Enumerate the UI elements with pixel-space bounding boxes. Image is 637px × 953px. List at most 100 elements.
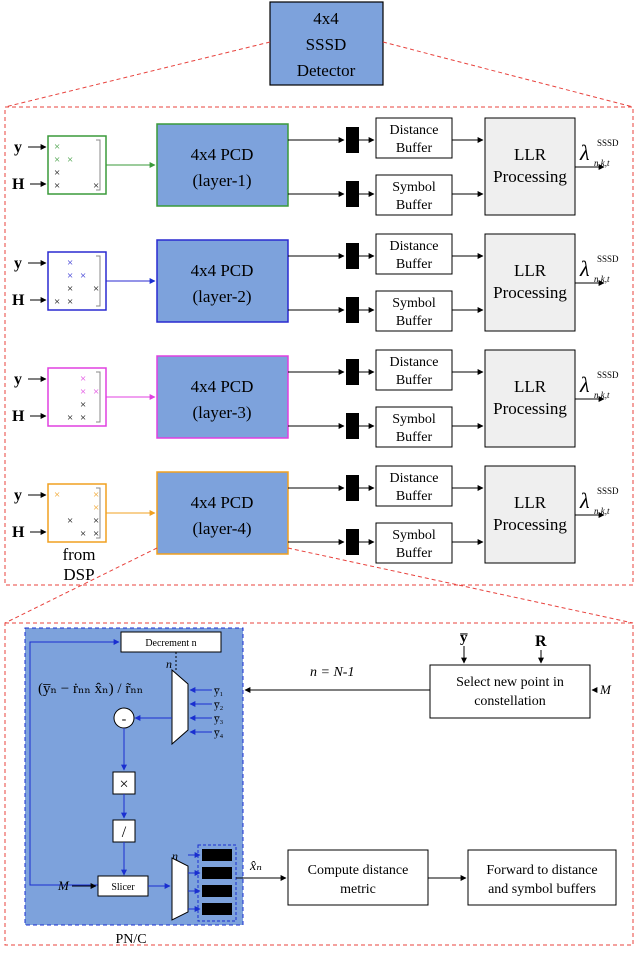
m-label-slicer: M (57, 878, 70, 893)
llr-label-1: LLR (514, 377, 547, 396)
multiply-label: × (119, 776, 128, 793)
y3-label: y̅₃ (214, 713, 224, 725)
llr-label-2: Processing (493, 283, 567, 302)
distance-buffer-label-1: Distance (390, 239, 439, 254)
divide-label: / (122, 824, 127, 841)
llr-label-1: LLR (514, 261, 547, 280)
lambda-subscript: n,k,t (594, 158, 610, 168)
lambda-superscript: SSSD (597, 370, 619, 380)
pcd-label-2: (layer-3) (192, 403, 251, 422)
n-label-lower: n (172, 849, 178, 863)
input-y-label: y (14, 371, 22, 388)
symbol-buffer-box (375, 406, 453, 448)
matrix-x-mark: × (93, 502, 99, 514)
pcd-label-2: (layer-1) (192, 171, 251, 190)
matrix-x-mark: × (93, 386, 99, 398)
r-label: R (535, 633, 547, 650)
matrix-x-mark: × (67, 154, 73, 166)
distance-buffer-label-2: Buffer (396, 489, 433, 504)
input-y-label: y (14, 487, 22, 504)
distance-buffer-label-1: Distance (390, 471, 439, 486)
zoom-line-right (382, 41, 634, 108)
symbol-buffer-label-1: Symbol (392, 528, 436, 543)
lambda-subscript: n,k,t (594, 274, 610, 284)
layer-row-1: yH××××××4x4 PCD(layer-1)DistanceBufferSy… (12, 117, 619, 216)
distance-buffer-label-2: Buffer (396, 141, 433, 156)
lambda-subscript: n,k,t (594, 390, 610, 400)
n-label-top: n (166, 657, 172, 671)
lambda-superscript: SSSD (597, 138, 619, 148)
pcd-box (156, 355, 289, 439)
matrix-x-mark: × (80, 270, 86, 282)
layers-group: yH××××××4x4 PCD(layer-1)DistanceBufferSy… (12, 117, 619, 564)
mux-upper (171, 668, 189, 746)
register-block (346, 243, 359, 269)
matrix-x-mark: × (80, 528, 86, 540)
register-block (346, 529, 359, 555)
zoom-line-bottom-left (4, 547, 158, 624)
register-block (346, 297, 359, 323)
decrement-label: Decrement n (145, 638, 196, 649)
pcd-label-1: 4x4 PCD (191, 261, 254, 280)
select-point-box (429, 664, 591, 719)
distance-buffer-label-2: Buffer (396, 373, 433, 388)
matrix-x-mark: × (67, 296, 73, 308)
y-inputs (189, 687, 212, 735)
symbol-buffer-label-1: Symbol (392, 296, 436, 311)
pcd-label-1: 4x4 PCD (191, 377, 254, 396)
compute-label-1: Compute distance (308, 863, 409, 878)
distance-buffer-box (375, 465, 453, 507)
m-label-select: M (599, 682, 612, 697)
register-2 (202, 867, 232, 879)
input-h-label: H (12, 292, 25, 309)
matrix-x-mark: × (54, 154, 60, 166)
distance-buffer-box (375, 233, 453, 275)
matrix-icon (47, 251, 107, 311)
lambda-symbol: λ (579, 256, 590, 281)
from-dsp-label-1: from (62, 545, 95, 564)
matrix-icon (47, 367, 107, 427)
pcd-box (156, 239, 289, 323)
matrix-x-mark: × (67, 257, 73, 269)
zoom-line-bottom-right (287, 547, 634, 624)
register-1 (202, 849, 232, 861)
zoom-line-left (4, 41, 271, 108)
select-label-2: constellation (474, 694, 546, 709)
matrix-x-mark: × (54, 141, 60, 153)
lambda-subscript: n,k,t (594, 506, 610, 516)
matrix-x-mark: × (80, 386, 86, 398)
matrix-x-mark: × (80, 373, 86, 385)
matrix-x-mark: × (67, 283, 73, 295)
input-h-label: H (12, 176, 25, 193)
y2-label: y̅₂ (214, 699, 224, 711)
llr-label-1: LLR (514, 145, 547, 164)
pcd-box (156, 471, 289, 555)
symbol-buffer-label-2: Buffer (396, 198, 433, 213)
distance-buffer-label-1: Distance (390, 355, 439, 370)
matrix-x-mark: × (54, 296, 60, 308)
matrix-x-mark: × (93, 283, 99, 295)
register-block (346, 127, 359, 153)
matrix-x-mark: × (54, 180, 60, 192)
compute-distance-box (287, 849, 429, 906)
matrix-x-mark: × (80, 399, 86, 411)
distance-buffer-box (375, 117, 453, 159)
register-3 (202, 885, 232, 897)
lower-container (4, 622, 634, 946)
register-4 (202, 903, 232, 915)
n-eq-label: n = N-1 (310, 665, 354, 680)
forward-box (467, 849, 617, 906)
mux-lower (171, 857, 189, 921)
input-h-label: H (12, 524, 25, 541)
matrix-x-mark: × (93, 528, 99, 540)
llr-box (484, 349, 576, 448)
layer-row-4: yH×××××××4x4 PCD(layer-4)DistanceBufferS… (12, 465, 619, 564)
register-block (346, 181, 359, 207)
llr-label-2: Processing (493, 167, 567, 186)
matrix-x-mark: × (54, 167, 60, 179)
register-block (346, 359, 359, 385)
register-block (346, 475, 359, 501)
llr-box (484, 233, 576, 332)
pcd-label-1: 4x4 PCD (191, 145, 254, 164)
